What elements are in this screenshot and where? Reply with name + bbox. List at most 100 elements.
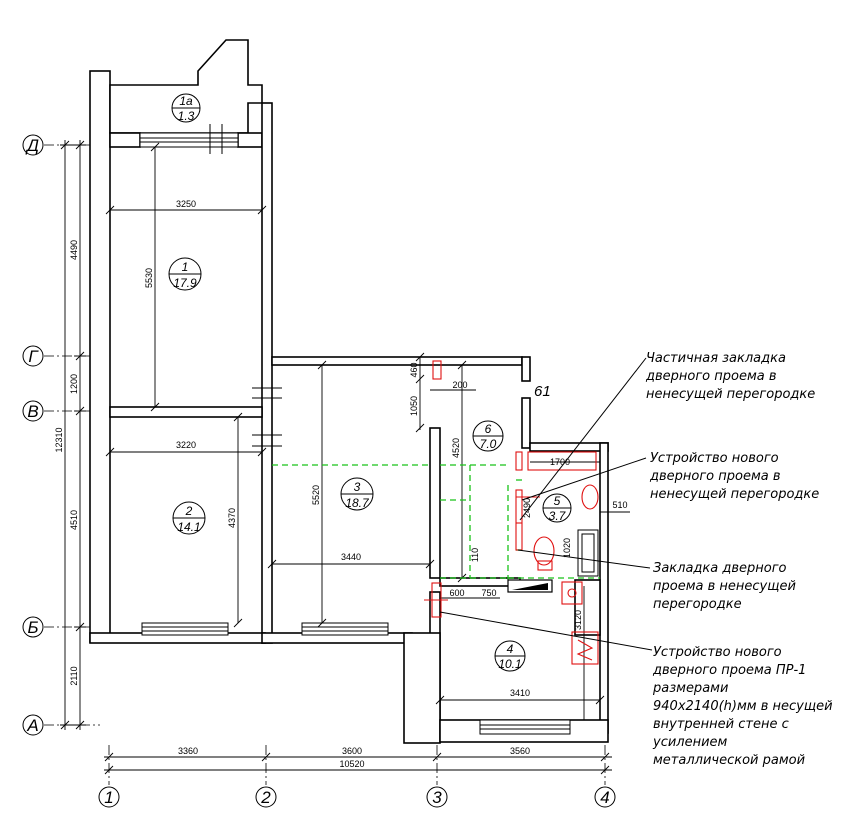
room-1-dimensions: 3250 5530: [105, 142, 267, 412]
room-label-2: 2 14.1: [172, 501, 206, 535]
note-new-door-pr1: Устройство нового дверного проема ПР-1 р…: [652, 645, 833, 768]
svg-text:Закладка дверного: Закладка дверного: [653, 561, 787, 576]
svg-text:дверного проема ПР-1: дверного проема ПР-1: [652, 663, 806, 678]
svg-text:14.1: 14.1: [177, 520, 200, 534]
svg-text:1020: 1020: [562, 538, 572, 558]
axis-marker-4: 4: [594, 786, 616, 808]
svg-text:3600: 3600: [342, 746, 362, 756]
svg-text:4510: 4510: [69, 510, 79, 530]
note-partial-door-infill: Частичная закладка дверного проема в нен…: [645, 351, 815, 402]
svg-text:17.9: 17.9: [173, 276, 197, 290]
svg-text:4490: 4490: [69, 240, 79, 260]
svg-text:усилением: усилением: [652, 735, 728, 750]
svg-text:3360: 3360: [178, 746, 198, 756]
axis-marker-б: Б: [22, 616, 44, 638]
new-work-red: [424, 360, 599, 665]
svg-text:750: 750: [481, 588, 496, 598]
svg-text:3120: 3120: [573, 610, 583, 630]
svg-text:4520: 4520: [451, 438, 461, 458]
room-2-dimensions: 3220 4370: [105, 412, 267, 628]
svg-text:4: 4: [507, 642, 514, 656]
svg-text:размерами: размерами: [652, 681, 728, 696]
svg-text:200: 200: [452, 380, 467, 390]
axis-marker-2: 2: [255, 786, 277, 808]
svg-text:3410: 3410: [510, 688, 530, 698]
svg-text:А: А: [26, 716, 38, 735]
room-3-dimensions: 3440 5520: [267, 360, 435, 628]
windows: [139, 132, 571, 735]
room-4-dimensions: 3410 3120: [435, 586, 605, 720]
svg-text:10520: 10520: [339, 759, 364, 769]
leader-lines: [439, 357, 653, 651]
svg-text:600: 600: [449, 588, 464, 598]
svg-text:460: 460: [409, 362, 419, 377]
svg-text:110: 110: [470, 548, 480, 562]
svg-text:5530: 5530: [144, 268, 154, 288]
svg-text:510: 510: [612, 500, 627, 510]
svg-text:1.3: 1.3: [178, 109, 195, 123]
svg-text:Устройство нового: Устройство нового: [650, 451, 779, 466]
svg-text:ненесущей перегородке: ненесущей перегородке: [646, 387, 815, 402]
svg-text:Г: Г: [28, 347, 39, 366]
svg-text:1700: 1700: [550, 457, 570, 467]
room-label-1: 1 17.9: [168, 257, 202, 291]
svg-text:3440: 3440: [341, 552, 361, 562]
svg-text:1050: 1050: [409, 396, 419, 416]
svg-text:дверного проема в: дверного проема в: [645, 369, 777, 384]
bottom-dimension-chain: 3360 3600 3560 10520: [104, 746, 612, 775]
room-6-dimensions: 4520: [451, 360, 467, 583]
svg-text:12310: 12310: [54, 427, 64, 452]
svg-text:2490: 2490: [522, 498, 532, 518]
svg-text:проема в ненесущей: проема в ненесущей: [653, 579, 796, 594]
axis-marker-д: Д: [22, 134, 44, 156]
axis-marker-а: А: [22, 714, 44, 736]
svg-text:940х2140(h)мм в несущей: 940х2140(h)мм в несущей: [653, 699, 833, 714]
axis-marker-г: Г: [22, 345, 44, 367]
svg-text:1200: 1200: [69, 374, 79, 394]
label-61: 61: [534, 383, 551, 400]
svg-text:7.0: 7.0: [480, 437, 497, 451]
svg-text:5520: 5520: [311, 485, 321, 505]
svg-text:Устройство нового: Устройство нового: [653, 645, 782, 660]
svg-text:18.7: 18.7: [345, 496, 370, 510]
axis-marker-3: 3: [426, 786, 448, 808]
room-label-5: 5 3.7: [542, 493, 572, 523]
svg-text:10.1: 10.1: [498, 657, 521, 671]
axis-marker-в: В: [22, 400, 44, 422]
svg-text:внутренней стене с: внутренней стене с: [653, 717, 789, 732]
room-label-3: 3 18.7: [340, 477, 374, 511]
svg-text:ненесущей перегородке: ненесущей перегородке: [650, 487, 819, 502]
svg-text:5: 5: [554, 494, 561, 508]
svg-text:Д: Д: [25, 136, 39, 155]
bathroom-dimensions: 1700 2490 510 1020: [522, 457, 630, 558]
left-dimension-chain: 12310 4490 1200 4510 2110: [54, 140, 86, 730]
bath-fixtures: [507, 529, 599, 593]
svg-text:3250: 3250: [176, 199, 196, 209]
svg-text:В: В: [27, 402, 38, 421]
note-door-infill: Закладка дверного проема в ненесущей пер…: [653, 561, 796, 612]
room-label-4: 4 10.1: [494, 640, 526, 672]
door-stubs: [209, 124, 282, 447]
axis-marker-1: 1: [98, 786, 120, 808]
svg-text:2110: 2110: [69, 666, 79, 685]
svg-text:3: 3: [354, 480, 361, 494]
svg-text:3220: 3220: [176, 440, 196, 450]
svg-text:металлической рамой: металлической рамой: [653, 753, 805, 768]
svg-text:6: 6: [485, 422, 492, 436]
door-dimensions: 460 1050 200 110 600 750: [409, 352, 500, 599]
svg-text:перегородке: перегородке: [653, 597, 742, 612]
room-label-6: 6 7.0: [472, 420, 504, 452]
note-new-door-opening: Устройство нового дверного проема в нене…: [649, 451, 819, 502]
svg-text:1: 1: [182, 260, 189, 274]
svg-text:дверного проема в: дверного проема в: [649, 469, 781, 484]
svg-text:2: 2: [185, 504, 193, 518]
svg-text:2: 2: [260, 788, 271, 807]
svg-text:Б: Б: [27, 618, 38, 637]
svg-text:4370: 4370: [227, 508, 237, 528]
svg-text:4: 4: [600, 788, 609, 807]
svg-text:3560: 3560: [510, 746, 530, 756]
svg-text:Частичная закладка: Частичная закладка: [646, 351, 786, 366]
svg-text:1: 1: [104, 788, 113, 807]
svg-text:1а: 1а: [179, 94, 193, 108]
